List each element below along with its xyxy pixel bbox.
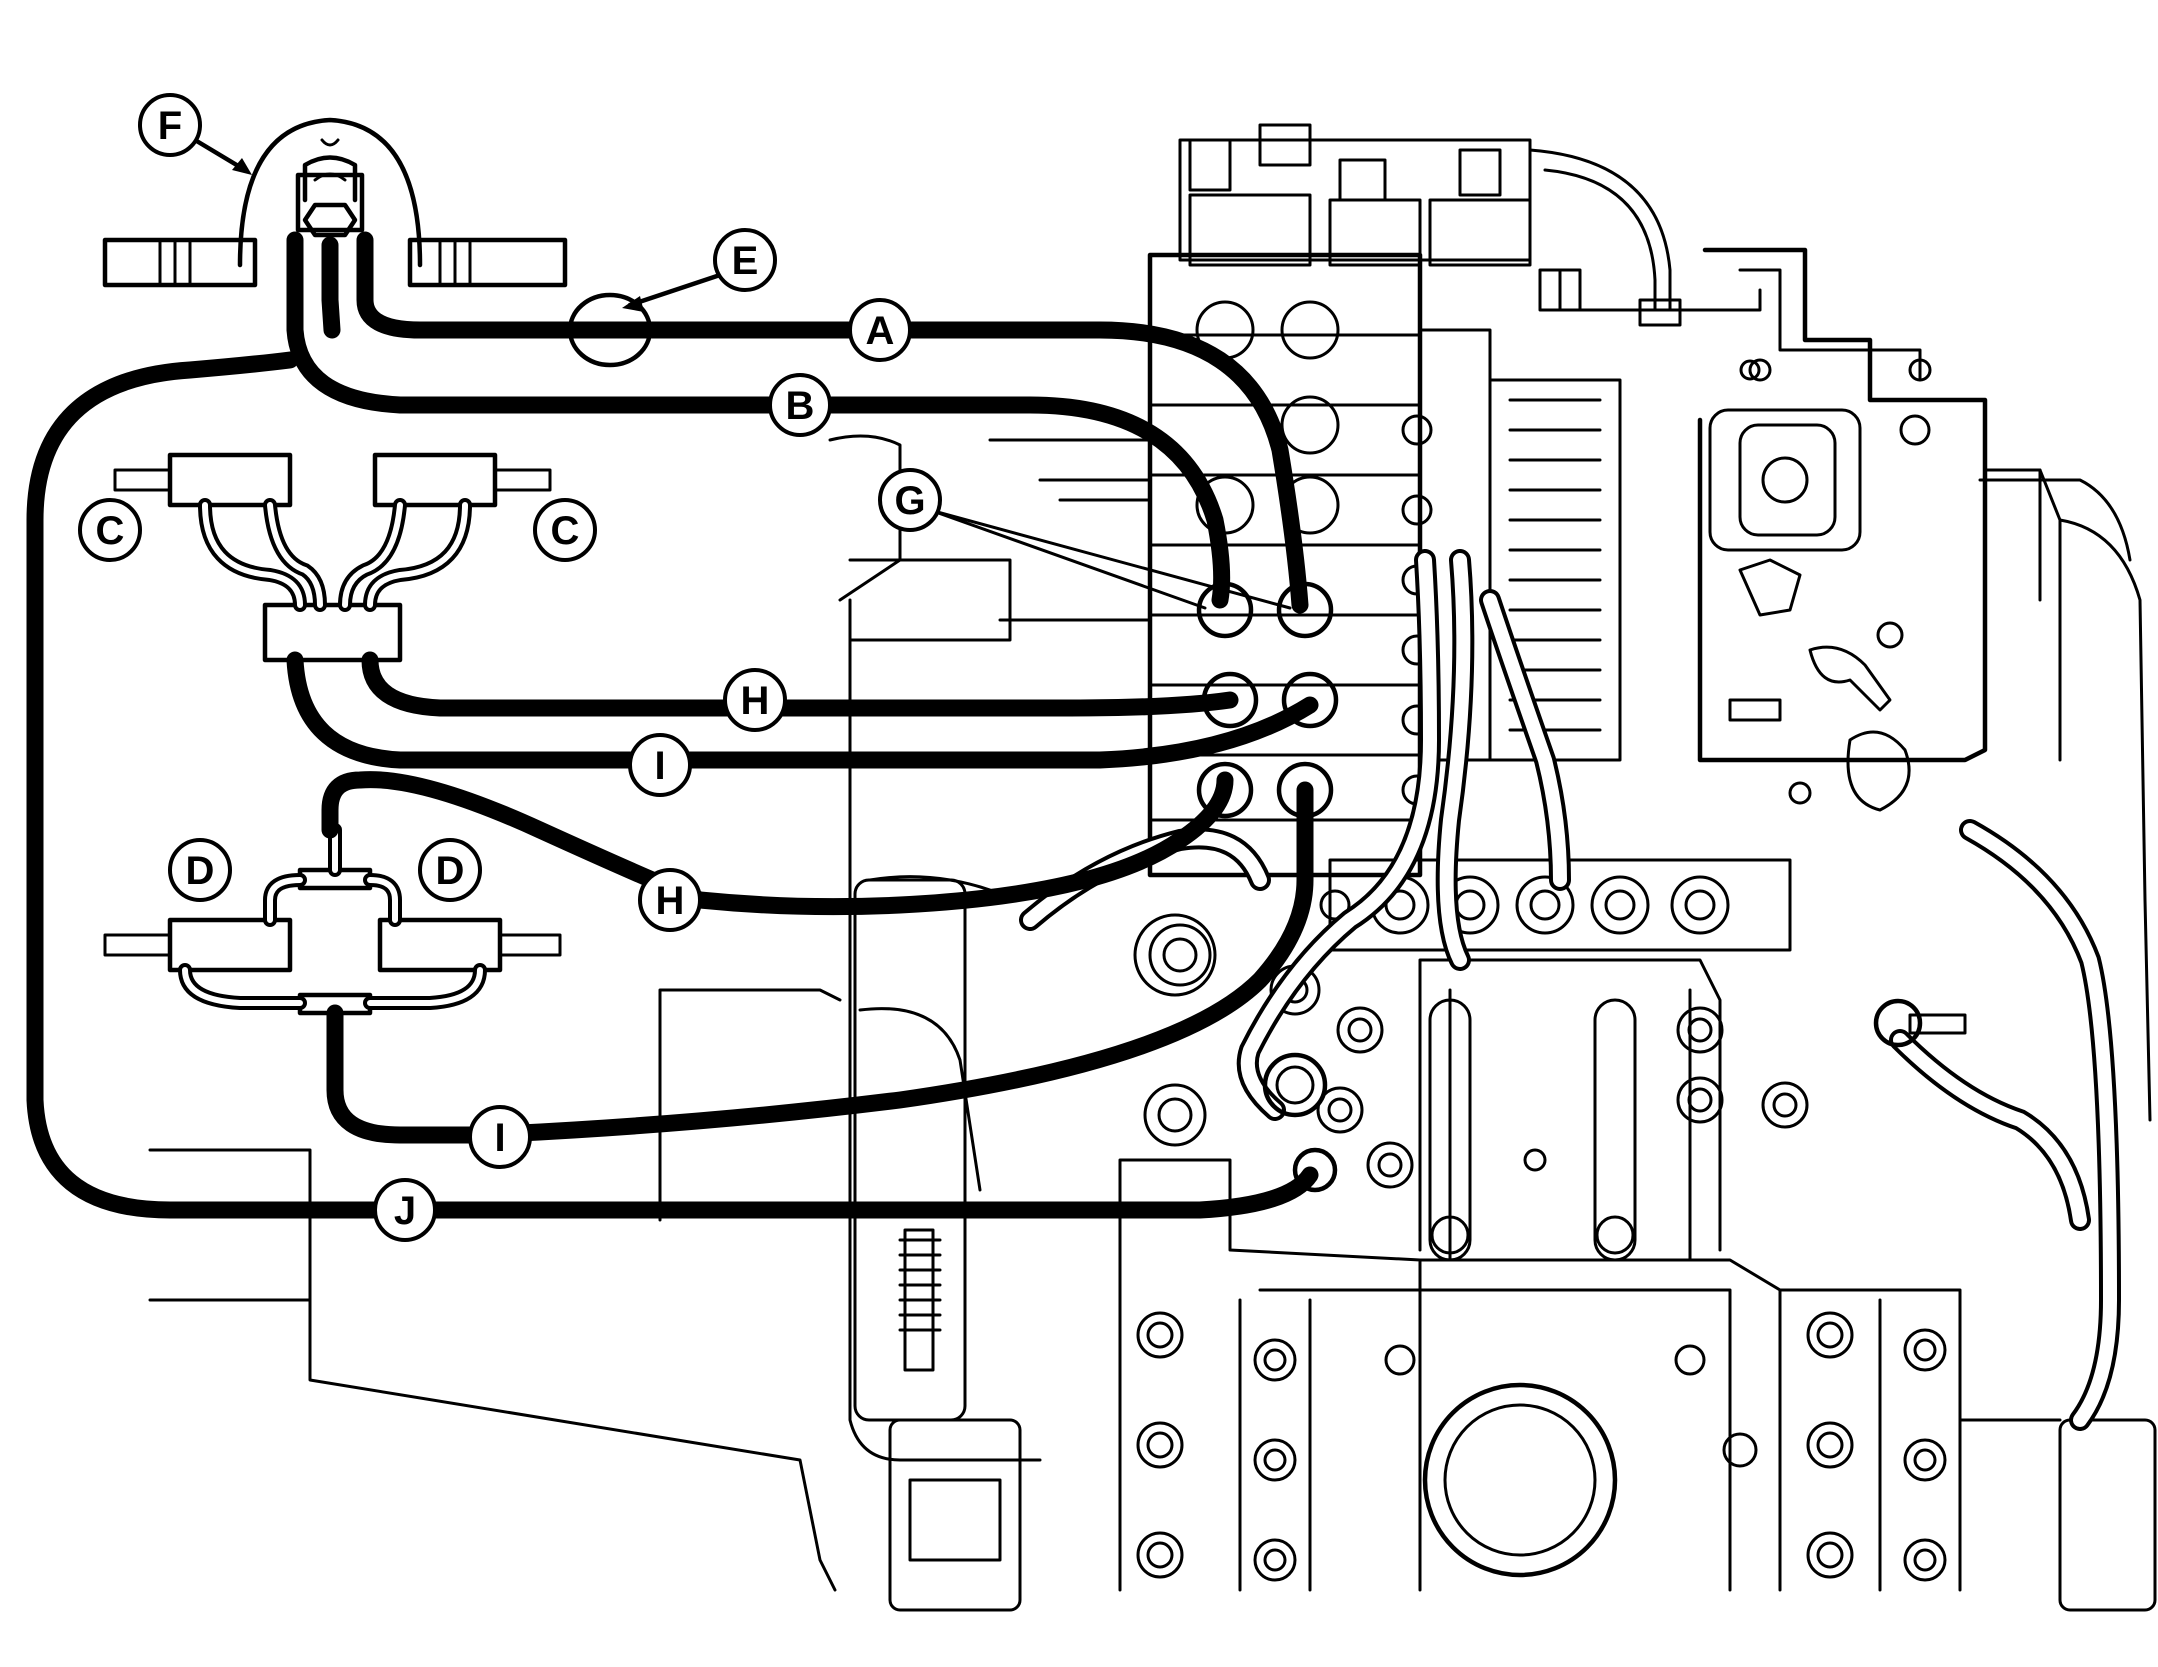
hose-I-lower	[326, 781, 1314, 1144]
center-hole	[1523, 1148, 1547, 1172]
callout-circle	[878, 468, 942, 532]
callout-label: C	[96, 509, 125, 553]
quick-coupler-inner	[1275, 1065, 1315, 1105]
callout-label: H	[656, 879, 685, 923]
callout-label: D	[436, 849, 465, 893]
callout-label: I	[494, 1116, 505, 1160]
callout-circle	[138, 93, 202, 157]
callout-label: A	[866, 309, 895, 353]
housing-contour	[828, 434, 992, 1192]
frame-detail	[1978, 468, 2132, 602]
component-C-coils	[113, 452, 552, 663]
callout-a: A	[848, 298, 912, 362]
right-side-panel	[1697, 247, 2152, 1122]
callout-circle	[533, 498, 597, 562]
hose-H-upper	[361, 651, 1239, 717]
lift-arm-right	[2058, 1418, 2157, 1612]
callout-label: H	[741, 679, 770, 723]
callout-label: E	[732, 239, 759, 283]
component-D-coils	[103, 867, 562, 1016]
callout-label: I	[654, 744, 665, 788]
callout-circle	[638, 868, 702, 932]
center-slot-bolt-1	[1430, 1215, 1470, 1255]
callout-d1: D	[168, 838, 232, 902]
callout-f: F	[138, 93, 202, 157]
callout-label: C	[551, 509, 580, 553]
callout-c2: C	[533, 498, 597, 562]
callout-circle	[713, 228, 777, 292]
leader-lines	[192, 137, 1292, 610]
bracket-bolt	[1739, 359, 1761, 381]
callout-circle	[628, 733, 692, 797]
callout-labels: A B C C D D E F G H H I I J	[78, 93, 942, 1242]
valve-ports	[1196, 581, 1339, 1193]
left-housing-outline-2	[848, 558, 1042, 1462]
callout-circle	[468, 1105, 532, 1169]
hose-B	[286, 231, 1231, 609]
callout-label: G	[894, 479, 925, 523]
callout-c1: C	[78, 498, 142, 562]
hose-J	[26, 351, 1319, 1219]
center-slot-left	[1428, 998, 1472, 1262]
callout-h1: H	[723, 668, 787, 732]
callout-h2: H	[638, 868, 702, 932]
callout-label: D	[186, 849, 215, 893]
hose-I-upper	[286, 651, 1319, 769]
callout-d2: D	[418, 838, 482, 902]
callout-circle	[168, 838, 232, 902]
callout-b: B	[768, 373, 832, 437]
callout-label: J	[394, 1189, 416, 1233]
component-F-block	[102, 117, 568, 288]
center-bracket	[1418, 958, 1722, 1262]
callout-circle	[373, 1178, 437, 1242]
housing-detail	[838, 438, 1152, 622]
callout-i1: I	[628, 733, 692, 797]
right-fitting	[1873, 998, 1923, 1048]
center-slot-right	[1593, 998, 1637, 1262]
hydraulic-hoses	[26, 231, 1319, 1219]
hose-F-drain	[321, 236, 341, 339]
vertical-cylinder	[853, 878, 967, 1422]
lift-arm-left	[888, 1418, 1022, 1612]
housing-bolts	[1136, 1311, 1947, 1582]
callout-circle	[418, 838, 482, 902]
callout-e: E	[713, 228, 777, 292]
callout-g: G	[878, 468, 942, 532]
left-housing-outline	[148, 988, 842, 1592]
quick-coupler	[1262, 1052, 1328, 1118]
callout-circle	[78, 498, 142, 562]
callout-label: B	[786, 384, 815, 428]
upper-bracket	[1558, 268, 1922, 382]
callout-circle	[768, 373, 832, 437]
callout-j: J	[373, 1178, 437, 1242]
hose-A	[356, 231, 1309, 614]
cylinder-stripes	[898, 1238, 942, 1332]
callout-circle	[723, 668, 787, 732]
callout-i2: I	[468, 1105, 532, 1169]
hose-H-lower	[321, 771, 1234, 916]
pto-opening	[1422, 1382, 1618, 1578]
housing-lower-frame	[1238, 1298, 1962, 1592]
hose-schematic	[26, 117, 1339, 1219]
callout-circle	[848, 298, 912, 362]
pto-opening-inner	[1443, 1403, 1597, 1557]
electrical-leads	[178, 498, 487, 1010]
right-fitting-stem	[1908, 1013, 1967, 1035]
center-slot-bolt-2	[1595, 1215, 1635, 1255]
lift-arm-left-inner	[908, 1478, 1002, 1562]
callout-label: F	[158, 104, 182, 148]
